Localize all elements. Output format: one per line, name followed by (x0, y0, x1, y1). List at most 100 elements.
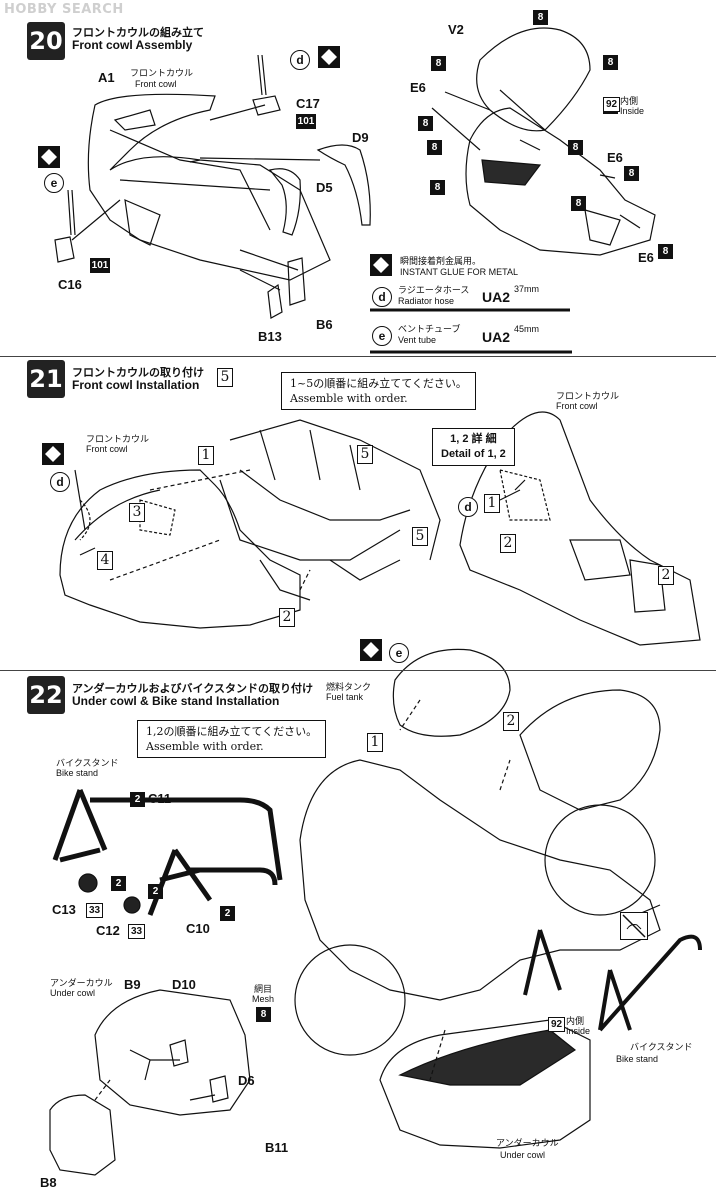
step-21-title-en: Front cowl Installation (72, 378, 200, 392)
sequence-2-marker: 2 (500, 534, 516, 553)
instant-glue-icon (370, 254, 392, 276)
bike-stand-left-shape (52, 789, 283, 881)
front-cowl-label-en: Front cowl (86, 444, 128, 454)
part-b6-label: B6 (316, 317, 333, 332)
paint-8-badge: 8 (256, 1007, 271, 1022)
step-20-title-jp: フロントカウルの組み立て (72, 26, 204, 39)
assembly-order-note: 1,2の順番に組み立ててください。 Assemble with order. (137, 720, 327, 758)
inside-label-en: Inside (566, 1026, 591, 1036)
bike-stand-label-en: Bike stand (56, 768, 99, 778)
paint-33-badge: 33 (128, 924, 145, 939)
part-b8-label: B8 (40, 1175, 57, 1190)
cowl-detail-shape (459, 411, 701, 646)
sequence-3-marker: 3 (129, 503, 145, 522)
section-divider (0, 356, 716, 357)
vent-code: UA2 (482, 329, 511, 345)
fuel-tank-label-en: Fuel tank (326, 692, 364, 702)
inside-label-jp: 内側 (620, 97, 639, 107)
bike-stand-label-jp: バイクスタンド (630, 1043, 693, 1053)
windscreen-v2-shape (476, 27, 591, 132)
sequence-1-marker: 1 (367, 733, 383, 752)
hose-d-marker: d (372, 287, 392, 307)
instant-glue-icon (318, 46, 340, 68)
part-d9-label: D9 (352, 130, 369, 145)
paint-92-badge: 92 (603, 97, 620, 112)
part-c12-label: C12 (96, 923, 120, 938)
order-note-en: Assemble with order. (146, 740, 264, 753)
assembly-order-note: 1~5の順番に組み立ててください。 Assemble with order. (281, 372, 476, 410)
part-c16-label: C16 (58, 277, 82, 292)
front-cowl-label-en: Front cowl (135, 79, 177, 89)
part-b6-shape (287, 257, 306, 306)
sequence-4-marker: 4 (97, 551, 113, 570)
paint-2-badge: 2 (111, 876, 126, 891)
sequence-1-marker: 1 (198, 446, 214, 465)
sequence-2-marker: 2 (279, 608, 295, 627)
front-wheel (294, 944, 406, 1056)
order-note-jp: 1~5の順番に組み立ててください。 (290, 377, 467, 390)
paint-8-badge: 8 (624, 166, 639, 181)
under-cowl-left-shape (94, 989, 251, 1116)
paint-92-badge: 92 (548, 1017, 565, 1032)
part-c10-label: C10 (186, 921, 210, 936)
detail-1-2-box: 1, 2 詳 細 Detail of 1, 2 (432, 428, 515, 466)
hose-length: 37mm (514, 284, 540, 294)
step-21-title-jp: フロントカウルの取り付け (72, 366, 204, 379)
step-20-title-en: Front cowl Assembly (72, 38, 193, 52)
step-22-title-jp: アンダーカウルおよびバイクスタンドの取り付け (72, 682, 314, 695)
order-note-en: Assemble with order. (290, 392, 408, 405)
paint-2-badge: 2 (130, 792, 145, 807)
hose-d-marker: d (290, 50, 310, 70)
paint-8-badge: 8 (427, 140, 442, 155)
part-d6-shape (209, 1075, 229, 1103)
part-d6-label: D6 (238, 1073, 255, 1088)
hose-legend-jp: ラジエータホース (398, 286, 470, 296)
bike-stand-label-jp: バイクスタンド (56, 759, 119, 769)
rear-wheel (544, 804, 656, 916)
sequence-1-marker: 1 (484, 494, 500, 513)
inside-label-jp: 内側 (566, 1017, 585, 1027)
front-cowl-label-jp: フロントカウル (556, 392, 620, 402)
paint-8-badge: 8 (658, 244, 673, 259)
part-b8-shape (49, 1094, 116, 1176)
part-d5-label: D5 (316, 180, 333, 195)
front-cowl-label-jp: フロントカウル (130, 69, 194, 79)
paint-8-badge: 8 (418, 116, 433, 131)
sequence-5-marker: 5 (217, 368, 233, 387)
hose-d-marker: d (50, 472, 70, 492)
part-e6-label: E6 (410, 80, 426, 95)
paint-8-badge: 8 (431, 56, 446, 71)
under-cowl-label-jp: アンダーカウル (496, 1139, 559, 1149)
fuel-tank-shape (392, 648, 511, 737)
watermark: HOBBY SEARCH (4, 2, 124, 17)
part-c17-label: C17 (296, 96, 320, 111)
detail-label-jp: 1, 2 詳 細 (450, 433, 497, 445)
vent-legend-jp: ベントチューブ (398, 325, 461, 335)
paint-8-badge: 8 (533, 10, 548, 25)
bike-stand-label-en: Bike stand (616, 1054, 659, 1064)
part-d10-shape (169, 1039, 189, 1067)
step-20-number: 20 (27, 22, 65, 60)
instant-glue-icon (360, 639, 382, 661)
motorcycle-shape (299, 759, 661, 1001)
vent-legend-en: Vent tube (398, 335, 437, 345)
part-b9-label: B9 (124, 977, 141, 992)
step-21-number: 21 (27, 360, 65, 398)
part-d9-shape (316, 144, 371, 226)
vent-length: 45mm (514, 324, 540, 334)
mesh-label-en: Mesh (252, 994, 275, 1004)
glue-legend-en: INSTANT GLUE FOR METAL (400, 267, 519, 277)
sequence-2-marker: 2 (658, 566, 674, 585)
seat-cowl-shape (519, 689, 661, 811)
under-cowl-label-en: Under cowl (500, 1150, 546, 1160)
part-b11-label: B11 (265, 1140, 289, 1155)
no-glue-icon (620, 912, 648, 940)
vent-e-marker: e (372, 326, 392, 346)
mesh-label-jp: 網目 (254, 985, 273, 995)
paint-2-badge: 2 (148, 884, 163, 899)
vent-e-marker: e (389, 643, 409, 663)
part-a1-label: A1 (98, 70, 115, 85)
paint-8-badge: 8 (568, 140, 583, 155)
sequence-5-marker: 5 (357, 445, 373, 464)
